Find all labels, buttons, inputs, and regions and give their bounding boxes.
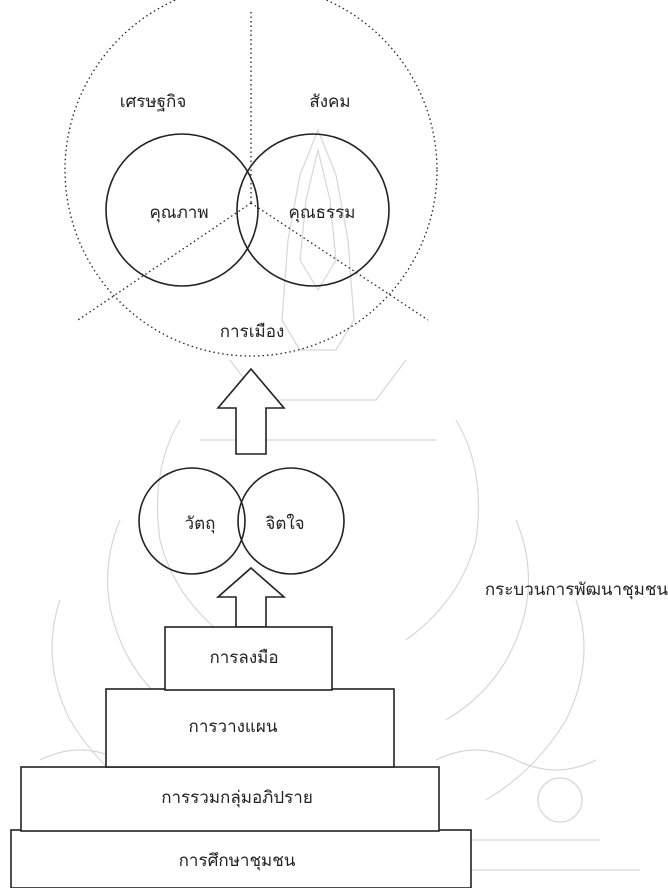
mind-circle (237, 467, 345, 575)
step-action-label: การลงมือ (209, 648, 278, 668)
step-action (164, 626, 333, 691)
up-arrow-top (216, 367, 286, 455)
step-group-discussion (20, 766, 440, 832)
politics-label: การเมือง (220, 322, 285, 342)
morality-circle (236, 133, 390, 287)
quality-label: คุณภาพ (149, 203, 208, 223)
divider-left (77, 202, 252, 321)
outer-dotted-circle (64, 0, 438, 357)
step-community-study-label: การศึกษาชุมชน (179, 851, 296, 871)
divider-right (250, 202, 429, 321)
step-community-study (10, 829, 472, 888)
mind-label: จิตใจ (265, 513, 304, 534)
step-group-discussion-label: การรวมกลุ่มอภิปราย (161, 788, 313, 808)
quality-circle (105, 133, 259, 287)
morality-label: คุณธรรม (289, 203, 356, 223)
material-circle (138, 467, 246, 575)
up-arrow-bottom (215, 566, 287, 628)
economy-label: เศรษฐกิจ (120, 92, 187, 112)
society-label: สังคม (309, 92, 350, 112)
step-planning-label: การวางแผน (189, 717, 278, 737)
process-caption: กระบวนการพัฒนาชุมชน (485, 580, 668, 600)
material-label: วัตถุ (185, 514, 216, 534)
step-planning (105, 688, 395, 768)
